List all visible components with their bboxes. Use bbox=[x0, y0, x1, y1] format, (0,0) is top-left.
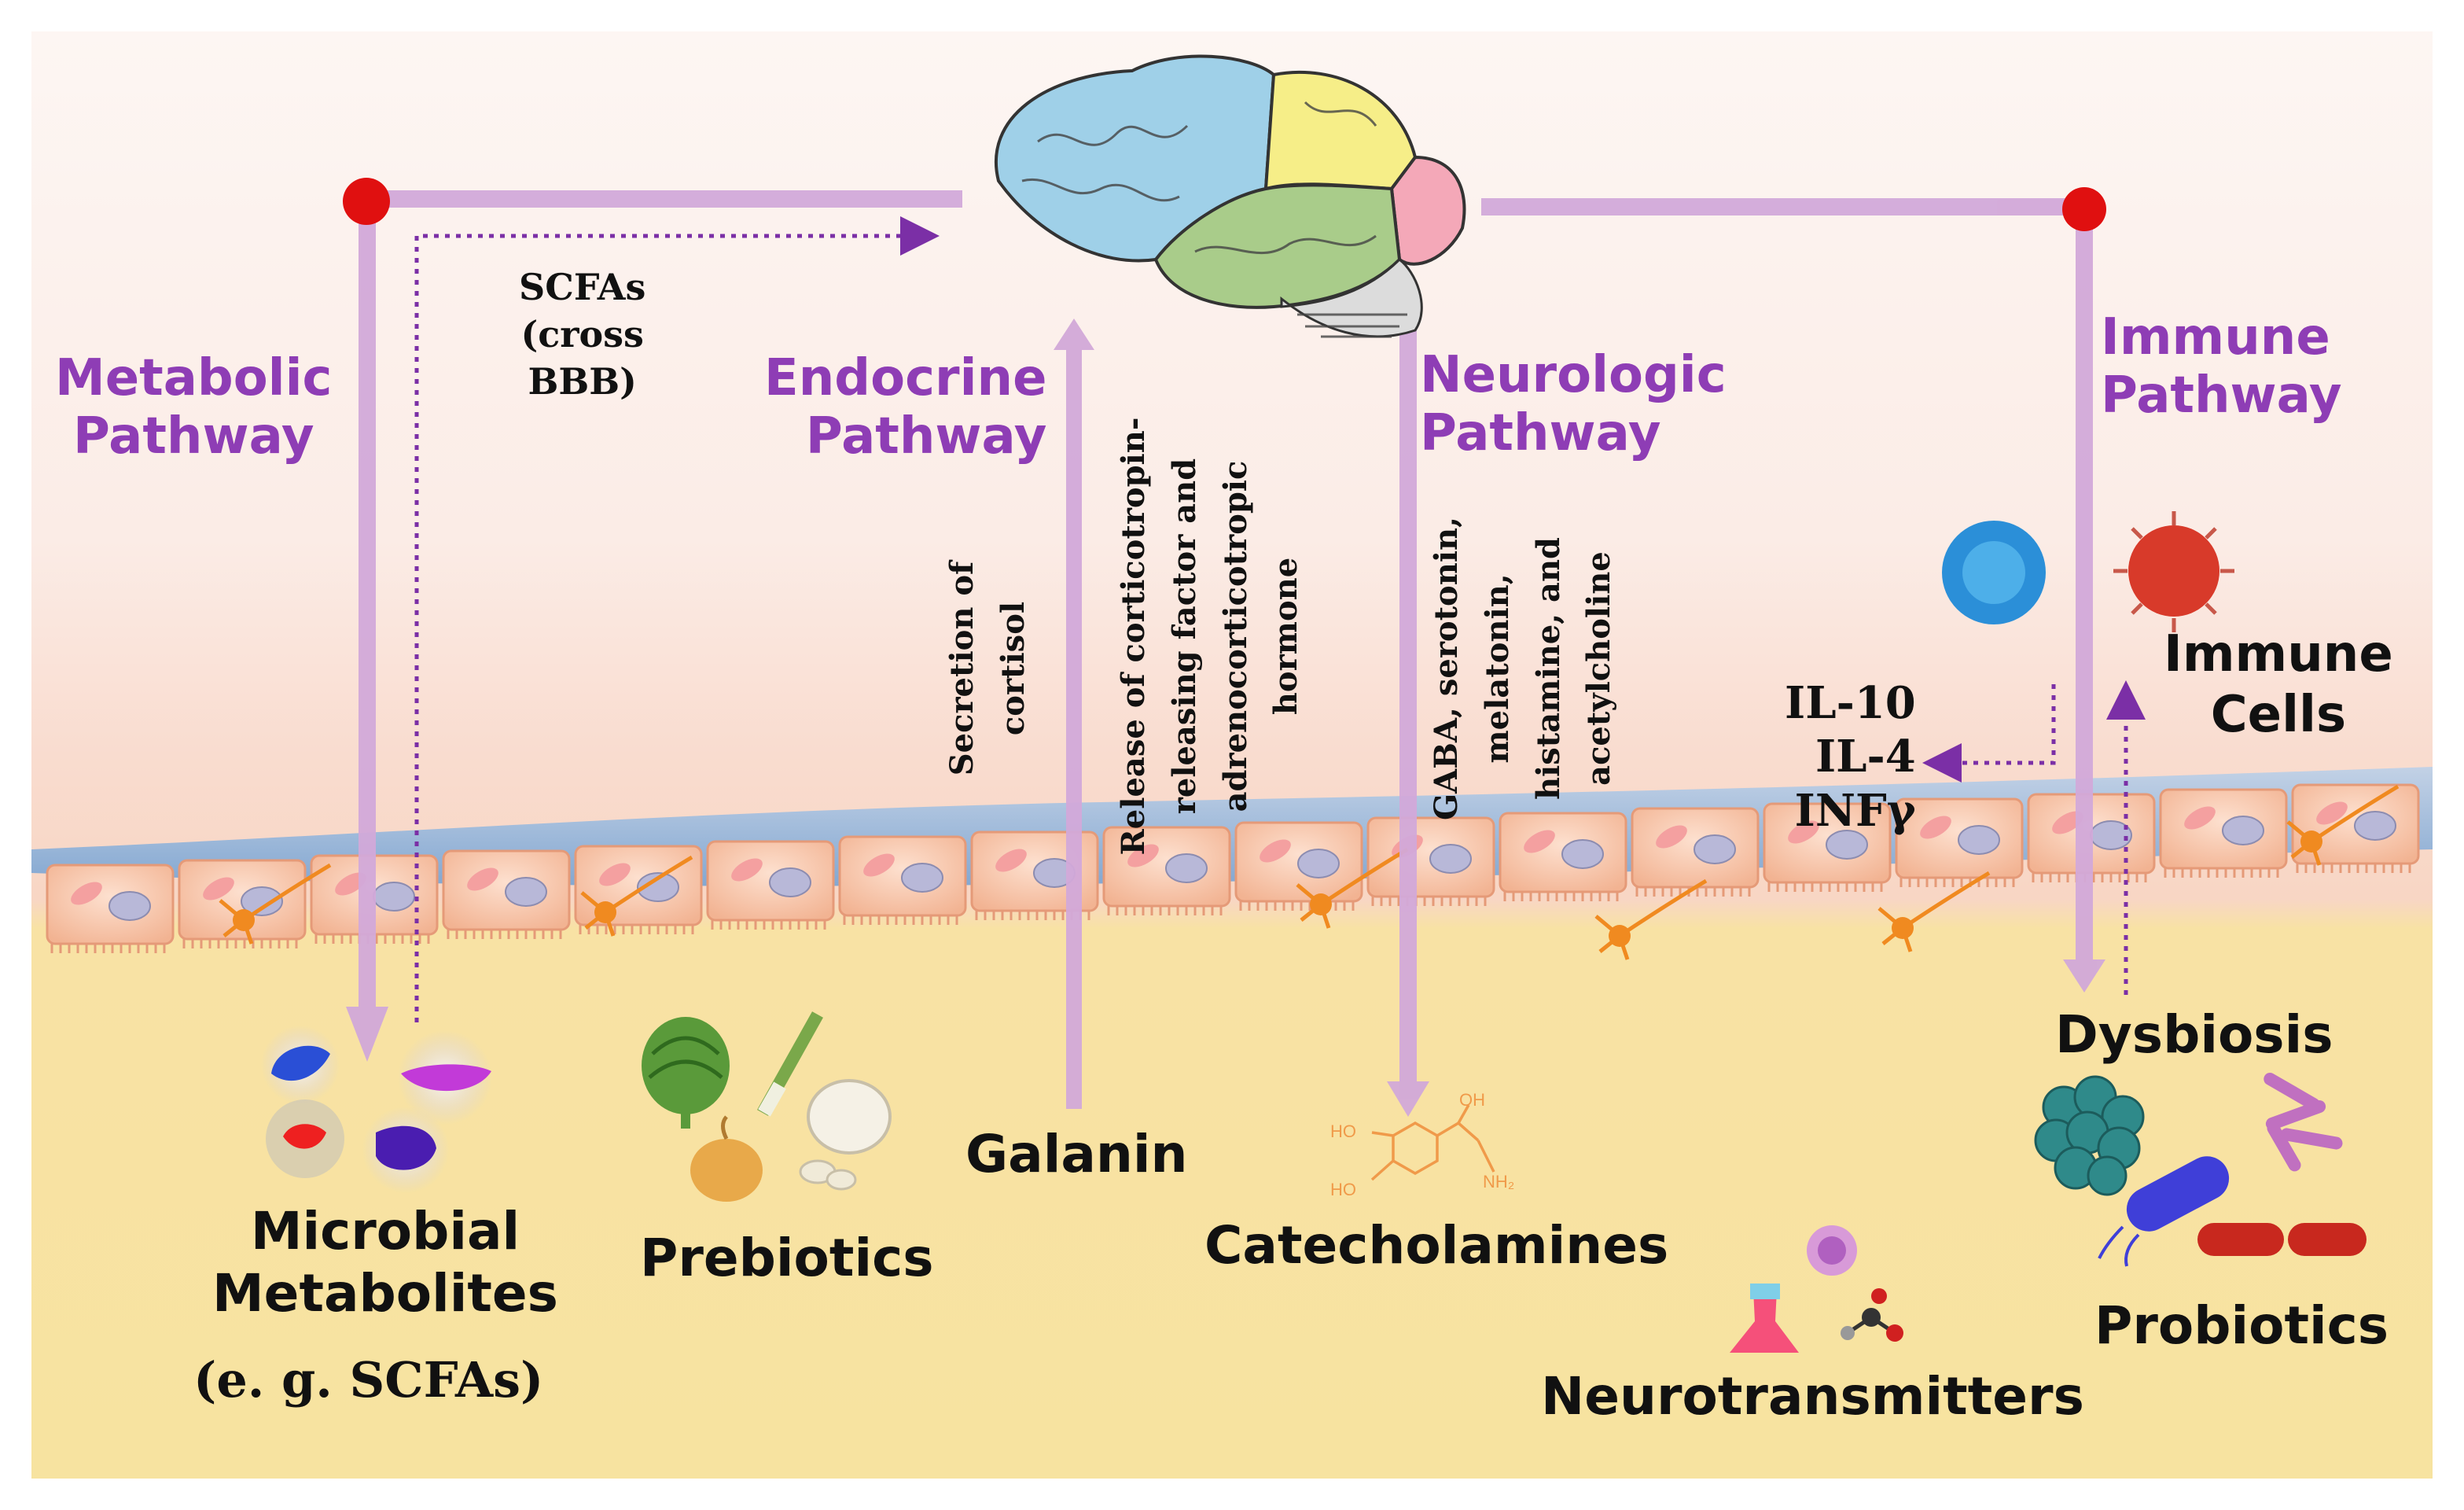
molecule-ho-bottom: HO bbox=[1330, 1180, 1356, 1199]
immune-top-bar bbox=[1481, 198, 2087, 215]
epithelial-cell bbox=[178, 859, 307, 948]
epithelial-cell bbox=[2291, 783, 2420, 873]
dotted-arrows bbox=[414, 216, 2146, 1022]
metabolite-blue bbox=[271, 1045, 330, 1081]
molecule-nh2: NH₂ bbox=[1483, 1172, 1515, 1191]
neuron-icon bbox=[1877, 871, 1991, 952]
brain-cerebellum bbox=[1280, 258, 1423, 338]
molecule-oh: OH bbox=[1459, 1090, 1485, 1110]
neurotransmitters-label: Neurotransmitters bbox=[1541, 1366, 2084, 1427]
flask-icon bbox=[1730, 1290, 1799, 1353]
prebiotics-illustration bbox=[642, 1011, 892, 1202]
epithelial-cell bbox=[1234, 821, 1363, 911]
probiotics-label: Probiotics bbox=[2094, 1295, 2389, 1356]
scfa-dotted-arrow bbox=[414, 216, 940, 1022]
epithelial-cell bbox=[1763, 802, 1892, 892]
cocci-cluster-icon bbox=[2034, 1075, 2145, 1196]
neuron-icon bbox=[1296, 847, 1409, 929]
molecule-ho-top: HO bbox=[1330, 1121, 1356, 1141]
neurologic-vertical-arrow bbox=[1399, 330, 1417, 1085]
neurotransmitter-list-label: GABA, serotonin,melatonin,histamine, and… bbox=[1428, 516, 1618, 821]
microbial-metabolites-illustration bbox=[261, 1026, 492, 1193]
immune-arrowhead bbox=[2063, 959, 2105, 993]
immune-junction-dot bbox=[2062, 187, 2106, 231]
dysbiosis-label: Dysbiosis bbox=[2055, 1004, 2333, 1065]
metabolic-vertical-arrow bbox=[359, 201, 376, 1011]
epithelial-cell bbox=[442, 849, 571, 939]
metabolic-top-bar bbox=[363, 190, 962, 208]
immune-cells-illustration bbox=[1942, 511, 2234, 632]
neuron-icon bbox=[1594, 878, 1708, 960]
prebiotics-label: Prebiotics bbox=[640, 1228, 934, 1288]
microbial-metabolites-example: (e. g. SCFAs) bbox=[193, 1351, 544, 1409]
red-bacteria-icon bbox=[2197, 1223, 2367, 1256]
metabolite-purple bbox=[376, 1125, 436, 1170]
pathway-arrows bbox=[346, 190, 2105, 1117]
neuron-icon bbox=[2286, 784, 2400, 866]
epithelial-cell bbox=[1895, 797, 2024, 887]
epithelial-cell bbox=[1102, 826, 1231, 915]
epithelial-cell bbox=[838, 835, 967, 925]
garlic-icon bbox=[807, 1079, 892, 1155]
galanin-label: Galanin bbox=[965, 1124, 1188, 1184]
probiotics-illustration bbox=[2034, 1073, 2367, 1267]
epithelial-cell bbox=[706, 840, 835, 930]
epithelial-cell bbox=[1499, 812, 1627, 901]
bacillus-icon bbox=[2098, 1156, 2230, 1267]
enteric-neurons bbox=[219, 784, 2400, 960]
endocrine-arrowhead bbox=[1054, 319, 1094, 350]
metabolite-red bbox=[283, 1124, 326, 1149]
rod-bacteria-cluster-icon bbox=[2264, 1073, 2343, 1172]
artichoke-icon bbox=[642, 1017, 730, 1114]
brain-occipital-lobe bbox=[1389, 155, 1466, 266]
endocrine-vertical-arrow bbox=[1066, 346, 1082, 1109]
metabolite-magenta bbox=[401, 1064, 491, 1092]
neuron-icon bbox=[219, 863, 332, 945]
molecule-icon bbox=[1841, 1288, 1903, 1342]
metabolic-arrowhead bbox=[346, 1007, 388, 1062]
catecholamine-structure-icon bbox=[1370, 1104, 1495, 1181]
neurotransmitter-illustration bbox=[1730, 1225, 1903, 1353]
neurologic-arrowhead bbox=[1387, 1081, 1429, 1117]
neuron-icon bbox=[580, 855, 693, 937]
metabolic-junction-dot bbox=[343, 178, 390, 225]
brain-illustration bbox=[994, 54, 1466, 338]
epithelial-cell bbox=[46, 864, 175, 953]
crf-acth-release-label: Release of corticotropin-releasing facto… bbox=[1115, 417, 1305, 856]
red-immune-cell bbox=[2128, 525, 2219, 617]
cytokine-dotted-arrow bbox=[1922, 684, 2056, 783]
catecholamines-label: Catecholamines bbox=[1204, 1215, 1669, 1276]
onion-icon bbox=[690, 1139, 763, 1202]
epithelial-cell bbox=[1631, 807, 1760, 897]
immune-vertical-arrow bbox=[2076, 208, 2093, 963]
epithelial-cell bbox=[2159, 788, 2288, 878]
